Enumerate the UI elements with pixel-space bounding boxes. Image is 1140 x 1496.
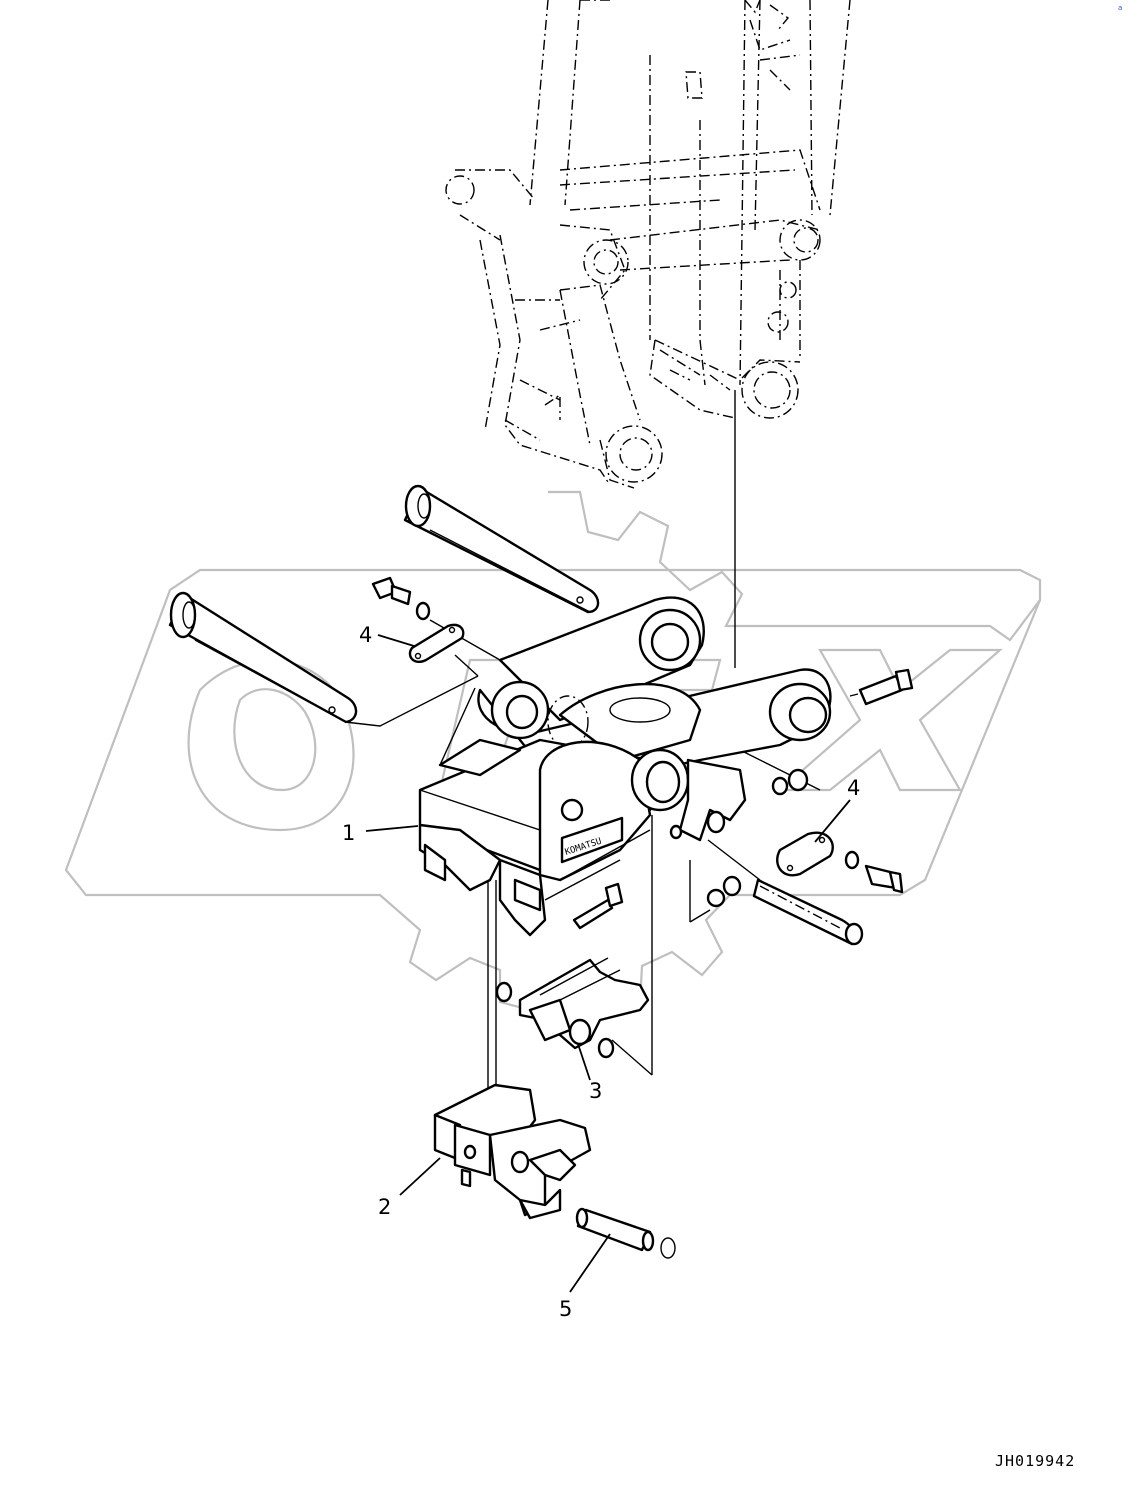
callout-4-left: 4 xyxy=(359,623,415,647)
upper-pin xyxy=(403,484,600,614)
callout-4-right-label: 4 xyxy=(847,776,860,800)
pin-part-5 xyxy=(575,1207,676,1259)
callout-4-right: 4 xyxy=(814,776,860,843)
lock-block-part-2 xyxy=(433,1083,592,1220)
callout-3: 3 xyxy=(577,1043,602,1103)
coupler-frame: KOMATSU xyxy=(418,596,832,937)
callout-1-label: 1 xyxy=(342,821,355,845)
callout-1: 1 xyxy=(342,821,419,845)
callout-4-left-label: 4 xyxy=(359,623,372,647)
callout-2-label: 2 xyxy=(378,1195,391,1219)
lower-pin xyxy=(168,591,479,727)
cover-plate-right xyxy=(776,831,834,877)
callout-5-label: 5 xyxy=(559,1297,572,1321)
corner-mark: a xyxy=(1118,4,1122,12)
pin-bolt-upper-left xyxy=(371,576,501,661)
hook-part-3 xyxy=(495,957,650,1059)
callout-3-label: 3 xyxy=(589,1079,602,1103)
right-bolt-hardware xyxy=(572,668,914,946)
arm-assembly xyxy=(445,0,851,489)
callout-5: 5 xyxy=(559,1233,611,1321)
callout-2: 2 xyxy=(378,1157,441,1219)
cover-plate-left xyxy=(408,623,465,663)
drawing-code: JH019942 xyxy=(995,1452,1075,1470)
